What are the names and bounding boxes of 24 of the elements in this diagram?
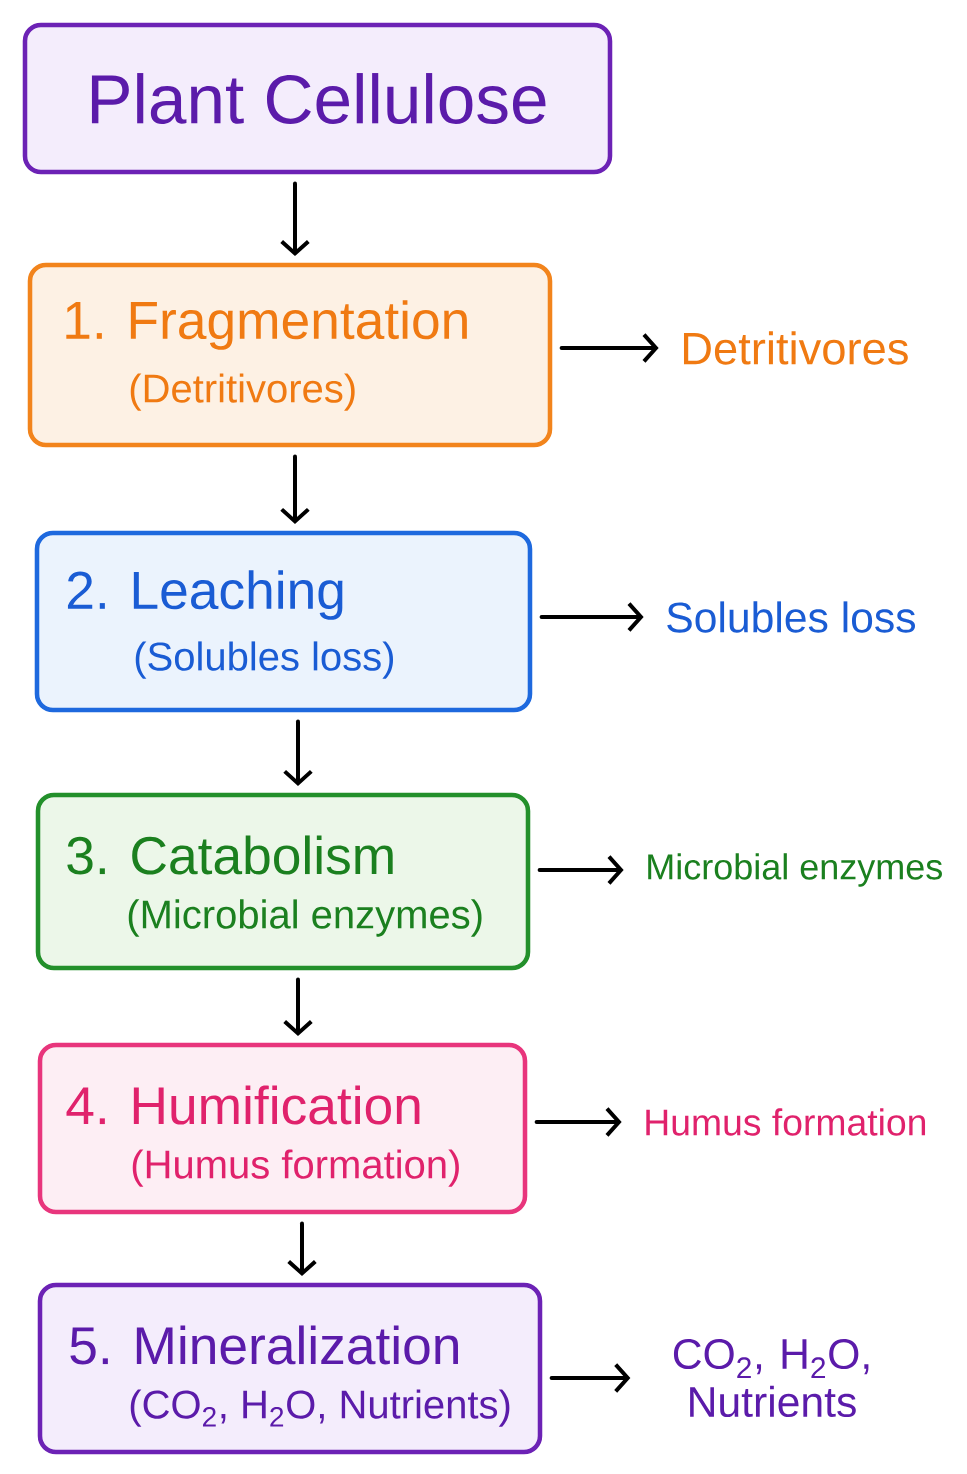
result-label: Solubles loss	[667, 601, 915, 633]
result-label: Humus formation	[646, 1108, 925, 1136]
step-subtitle: (Microbial enzymes)	[128, 899, 482, 937]
step-subtitle: (Solubles loss)	[135, 641, 393, 679]
result-label: CO$_{2}$, H$_{2}$O, Nutrients	[673, 1338, 869, 1418]
arrow	[559, 333, 659, 363]
arrow	[539, 602, 644, 632]
step-subtitle: (CO$_{2}$, H$_{2}$O, Nutrients)	[130, 1389, 510, 1427]
arrow	[549, 1363, 631, 1393]
arrow	[537, 855, 624, 885]
arrow	[534, 1107, 622, 1137]
title-box: Plant Cellulose	[22, 22, 613, 175]
step-title: 2. Leaching	[67, 570, 343, 620]
step-title: 1. Fragmentation	[66, 300, 467, 350]
arrow	[283, 719, 313, 787]
step-title: 3. Catabolism	[67, 835, 393, 875]
step-subtitle: (Detritivores)	[130, 373, 355, 411]
step-title: 4. Humification	[66, 1085, 420, 1125]
arrow	[280, 454, 310, 525]
step-subtitle: (Humus formation)	[132, 1149, 459, 1187]
arrow	[280, 181, 310, 257]
result-label: Detritivores	[684, 331, 908, 365]
result-label: Microbial enzymes	[648, 853, 942, 887]
step-title: 5. Mineralization	[70, 1325, 458, 1365]
